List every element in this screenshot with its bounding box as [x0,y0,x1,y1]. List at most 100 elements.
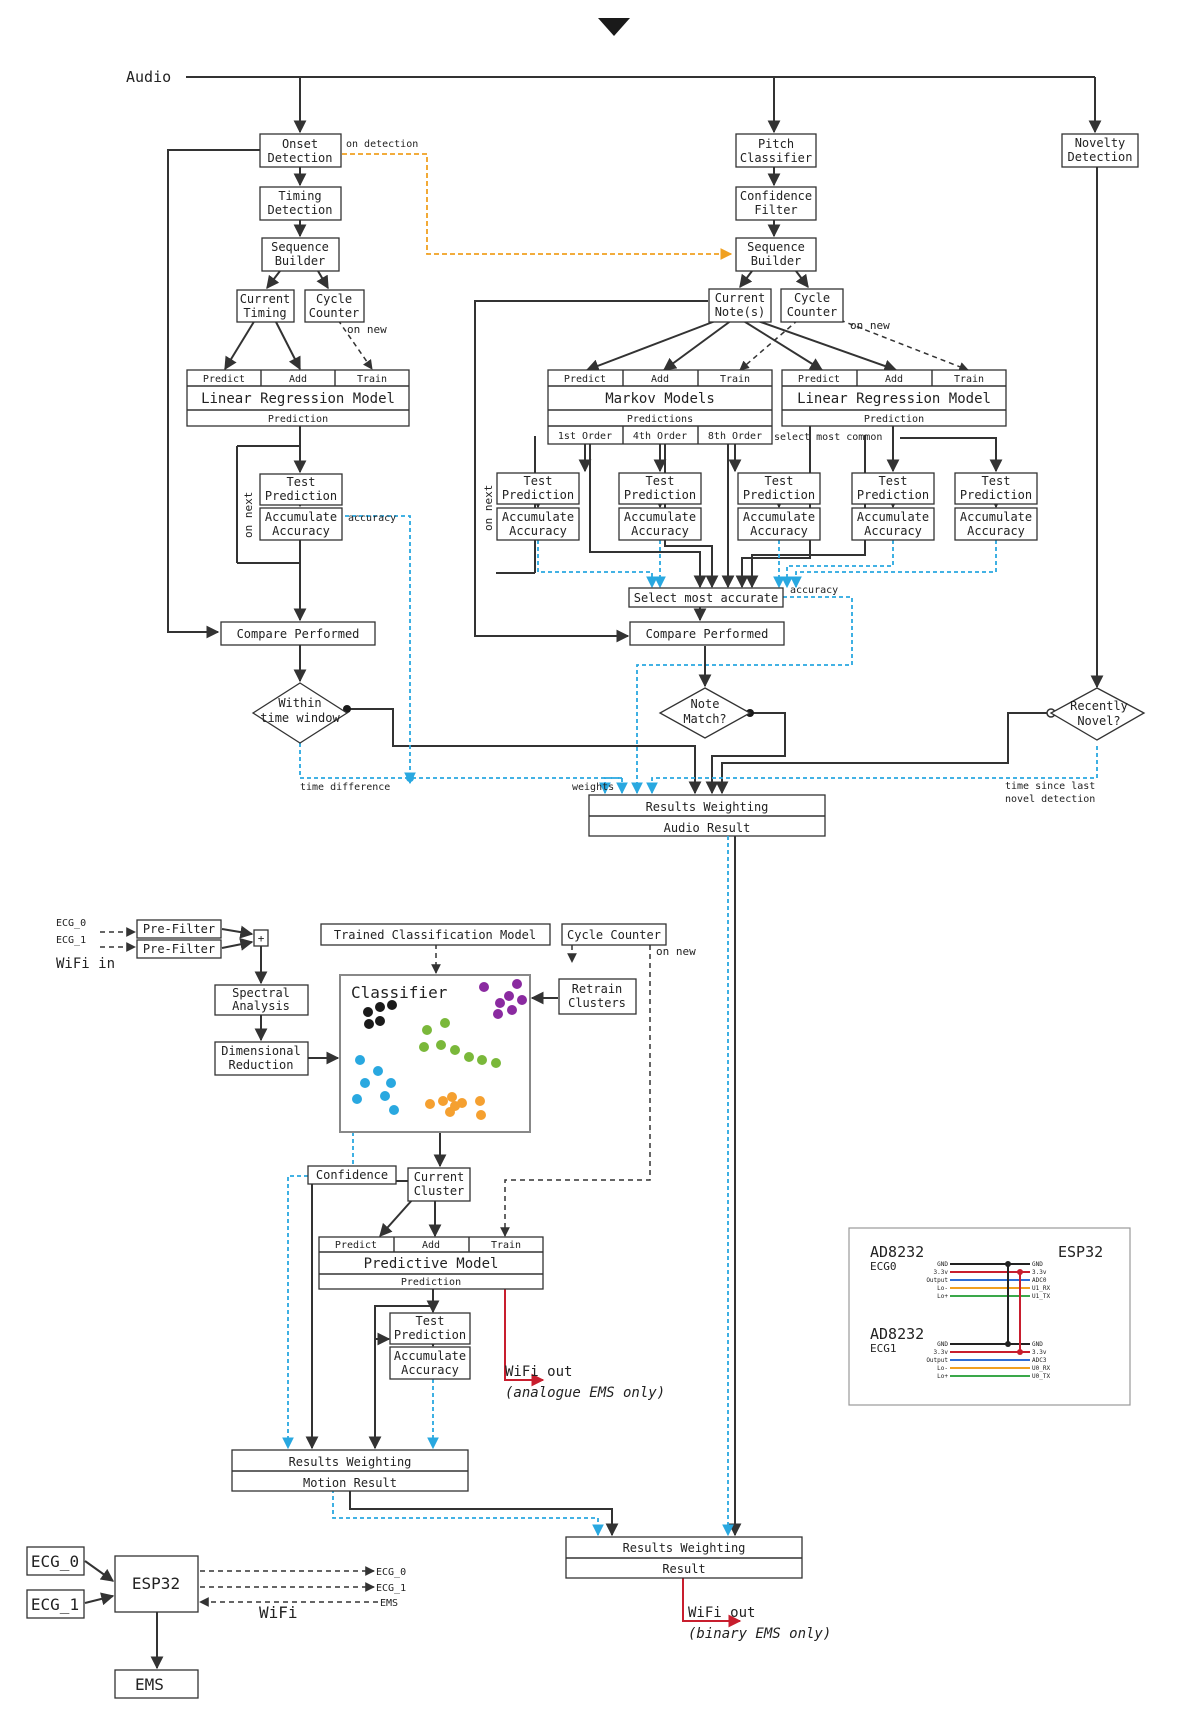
accumulate-accuracy-right-4: Accumulate Accuracy [851,507,935,541]
svg-text:Detection: Detection [267,151,332,165]
cluster-dot-blue [360,1078,370,1088]
svg-text:Accuracy: Accuracy [631,524,689,538]
motion-accumulate-accuracy-box: Accumulate Accuracy [389,1346,471,1380]
cluster-dot-purple [493,1009,503,1019]
test-prediction-right-5: Test Prediction [954,472,1038,505]
svg-text:Compare Performed: Compare Performed [646,627,769,641]
svg-text:Test: Test [287,475,316,489]
hw-ecg0-box: ECG_0 [26,1546,85,1576]
pin-labels-bottom-left: GND 3.3v Output Lo- Lo+ [926,1341,948,1380]
hw-esp32-box: ESP32 [114,1555,199,1613]
svg-text:Motion Result: Motion Result [303,1476,397,1490]
current-cluster-box: Current Cluster [407,1167,471,1202]
svg-text:Accumulate: Accumulate [624,510,696,524]
cluster-dot-blue [352,1094,362,1104]
motion-on-new-label: on new [656,945,696,958]
on-detection-label: on detection [346,139,418,150]
hw-wifi-label: WiFi [259,1603,298,1622]
svg-text:GND: GND [937,1261,948,1268]
svg-text:Match?: Match? [683,712,726,726]
ecg1-small-label: ECG_1 [56,935,86,946]
audio-label: Audio [126,68,171,86]
accumulate-accuracy-right-1: Accumulate Accuracy [496,507,580,541]
select-most-common-label: select most common [774,432,882,443]
svg-text:Accumulate: Accumulate [502,510,574,524]
hardware-connectors [84,1560,378,1670]
svg-text:Cluster: Cluster [414,1184,465,1198]
accumulate-accuracy-right-5: Accumulate Accuracy [954,507,1038,541]
audio-input: Audio [126,68,171,86]
cluster-dot-blue [386,1078,396,1088]
final-results-weighting: Results Weighting Result [565,1536,803,1579]
svg-text:Cycle: Cycle [316,292,352,306]
svg-text:Compare Performed: Compare Performed [237,627,360,641]
svg-text:Test: Test [524,474,553,488]
cluster-dot-blue [373,1066,383,1076]
svg-text:Lo+: Lo+ [937,1373,948,1380]
svg-text:Prediction: Prediction [743,488,815,502]
motion-connectors [100,836,742,1628]
wiring-lines [950,1261,1030,1377]
svg-text:Markov Models: Markov Models [605,391,715,407]
pin-labels-bottom-right: GND 3.3v ADC3 U0_RX U0_TX [1032,1341,1050,1380]
accumulate-accuracy-left-box: Accumulate Accuracy [259,507,343,541]
wifi-out-motion-label: WiFi out [505,1364,572,1380]
classifier-panel: Classifier [339,974,531,1133]
accumulate-accuracy-right-3: Accumulate Accuracy [737,507,821,541]
svg-text:Classifier: Classifier [740,151,812,165]
ad8232-ecg1-sub: ECG1 [870,1342,897,1355]
sum-node: + [253,929,269,947]
trained-classification-model-box: Trained Classification Model [320,923,551,946]
current-notes-box: Current Note(s) [708,288,772,323]
svg-text:EMS: EMS [135,1675,164,1694]
svg-text:Audio Result: Audio Result [664,821,751,835]
cluster-dot-green [450,1045,460,1055]
cluster-dot-green [440,1018,450,1028]
svg-text:GND: GND [1032,1341,1043,1348]
svg-text:Add: Add [422,1240,440,1251]
esp32-title: ESP32 [1058,1243,1103,1261]
svg-text:Novelty: Novelty [1075,136,1126,150]
wifi-in-label: WiFi in [56,956,115,972]
cluster-dot-orange [457,1098,467,1108]
svg-text:Train: Train [720,374,750,385]
svg-text:4th Order: 4th Order [633,431,687,442]
novelty-detection-box: Novelty Detection [1061,133,1139,168]
svg-text:Train: Train [491,1240,521,1251]
linear-regression-left: Predict Add Train Linear Regression Mode… [186,369,410,427]
cluster-dot-black [375,1002,385,1012]
svg-text:Accuracy: Accuracy [401,1363,459,1377]
test-prediction-right-1: Test Prediction [496,472,580,505]
svg-text:U0_TX: U0_TX [1032,1373,1050,1380]
confidence-filter-box: Confidence Filter [735,186,817,221]
onset-detection-box: Onset Detection [259,133,342,168]
compare-performed-right-box: Compare Performed [629,621,785,646]
svg-text:Test: Test [765,474,794,488]
svg-text:ECG_1: ECG_1 [31,1595,79,1614]
hw-ems-box: EMS [114,1669,199,1699]
cluster-dot-blue [389,1105,399,1115]
svg-text:1st Order: 1st Order [558,431,612,442]
linear-regression-right: Predict Add Train Linear Regression Mode… [781,369,1007,427]
svg-text:Select most accurate: Select most accurate [634,591,779,605]
predictive-model: Predict Add Train Predictive Model Predi… [318,1236,544,1290]
test-prediction-right-3: Test Prediction [737,472,821,505]
note-match-decision: Note Match? [658,687,752,739]
svg-text:Predict: Predict [798,374,840,385]
svg-text:Results Weighting: Results Weighting [623,1541,746,1555]
svg-text:Results Weighting: Results Weighting [646,800,769,814]
cluster-dot-orange [425,1099,435,1109]
cluster-dot-orange [475,1096,485,1106]
cluster-dot-green [491,1058,501,1068]
cluster-dot-purple [507,1005,517,1015]
svg-text:Within: Within [278,696,321,710]
svg-text:Prediction: Prediction [401,1277,461,1288]
svg-text:Prediction: Prediction [502,488,574,502]
svg-text:Predictive Model: Predictive Model [364,1256,499,1272]
svg-text:Predictions: Predictions [627,414,693,425]
svg-text:Prediction: Prediction [864,414,924,425]
wire-junction [1005,1261,1011,1267]
cluster-dot-green [422,1025,432,1035]
ad8232-ecg0-sub: ECG0 [870,1260,897,1273]
